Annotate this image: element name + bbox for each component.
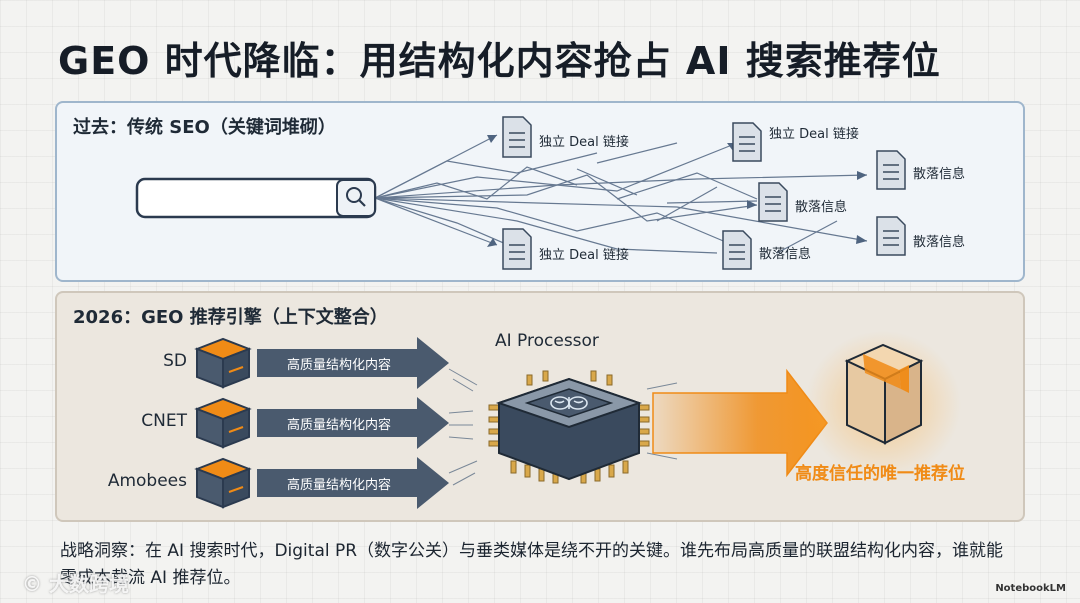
document-icon: [876, 216, 906, 256]
source-label-cnet: CNET: [141, 411, 187, 431]
source-label-sd: SD: [163, 351, 187, 371]
past-seo-panel: 过去：传统 SEO（关键词堆砌）: [55, 101, 1025, 282]
arrow-label: 高质量结构化内容: [286, 358, 391, 373]
geo-flow-diagram: [194, 331, 961, 509]
geo-panel-title: 2026：GEO 推荐引擎（上下文整合）: [73, 307, 388, 328]
strategic-insight: 战略洞察：在 AI 搜索时代，Digital PR（数字公关）与垂类媒体是绕不开…: [60, 541, 1004, 588]
past-panel-title: 过去：传统 SEO（关键词堆砌）: [73, 117, 336, 138]
speed-lines: [448, 368, 678, 486]
scatter-lines: [374, 134, 868, 254]
document-icon: [876, 150, 906, 190]
document-icon: [732, 122, 762, 162]
cube-icon: [194, 337, 252, 389]
document-icon: [758, 182, 788, 222]
geo-engine-panel: 2026：GEO 推荐引擎（上下文整合）: [55, 291, 1025, 522]
document-icons: [502, 116, 906, 270]
seo-scatter-diagram: [135, 116, 906, 270]
document-icon: [722, 230, 752, 270]
doc-label: 独立 Deal 链接: [539, 248, 629, 263]
document-icon: [502, 116, 532, 158]
cube-icon: [194, 397, 252, 449]
box-icon: [805, 331, 961, 479]
cube-icon: [194, 457, 252, 509]
source-label-amobees: Amobees: [107, 471, 187, 491]
document-icon: [502, 228, 532, 270]
brain-icon: [550, 396, 588, 410]
doc-label: 散落信息: [759, 247, 812, 262]
doc-label: 散落信息: [795, 200, 848, 215]
doc-label: 独立 Deal 链接: [769, 127, 859, 142]
arrow-label: 高质量结构化内容: [286, 418, 391, 433]
arrow-label: 高质量结构化内容: [286, 478, 391, 493]
result-label: 高度信任的唯一推荐位: [795, 464, 965, 484]
output-arrow: [652, 368, 828, 478]
page-title: GEO 时代降临：用结构化内容抢占 AI 搜索推荐位: [58, 39, 941, 83]
doc-label: 散落信息: [913, 235, 966, 250]
content-arrows: [257, 337, 449, 509]
brand-label: NotebookLM: [995, 583, 1066, 594]
doc-label: 独立 Deal 链接: [539, 135, 629, 150]
watermark-logo: © 大数跨境: [22, 572, 129, 596]
processor-label: AI Processor: [495, 331, 599, 351]
ai-processor-chip: [488, 370, 650, 484]
doc-label: 散落信息: [913, 167, 966, 182]
search-bar: [135, 177, 377, 219]
source-cube-icons: [194, 337, 252, 509]
search-icon: [346, 187, 362, 203]
